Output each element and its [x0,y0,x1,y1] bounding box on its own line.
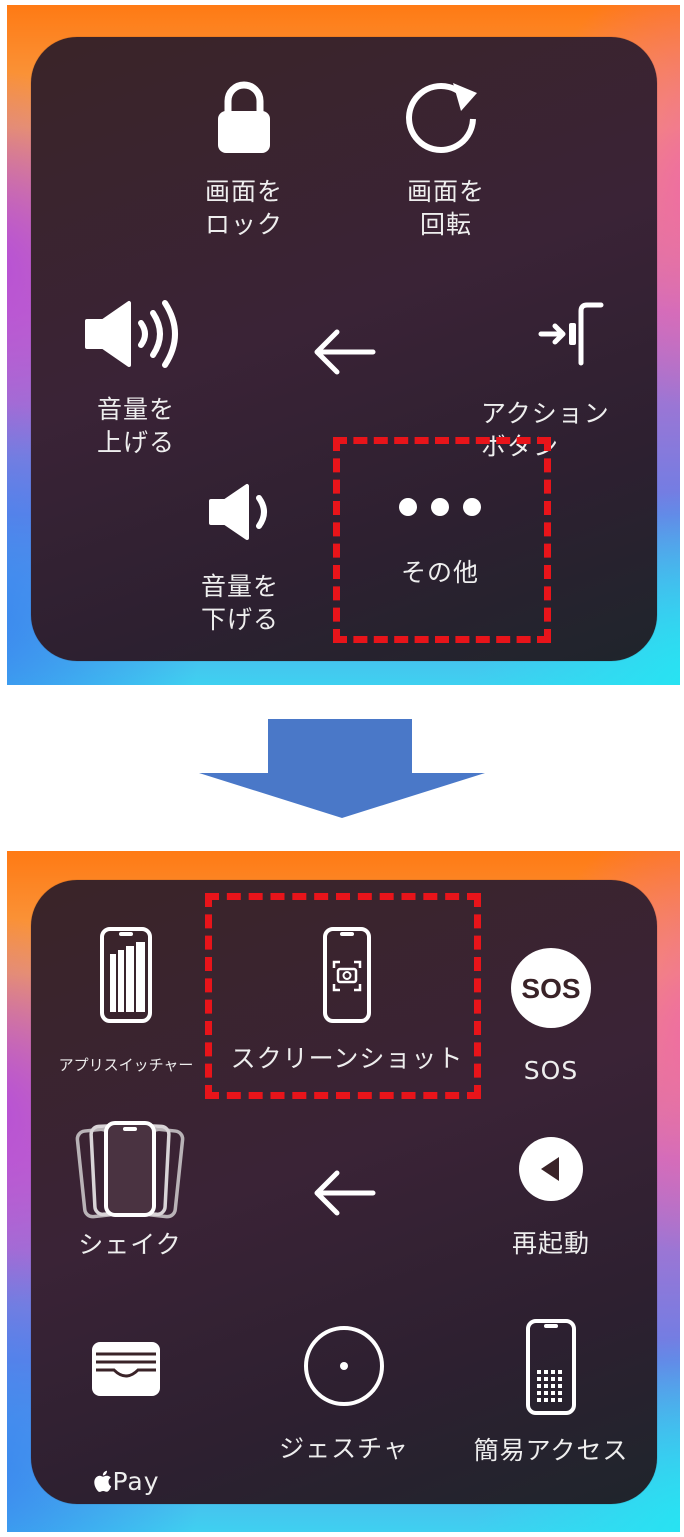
top-screenshot-panel: 画面を ロック 画面を 回転 音量を 上げる [7,5,680,685]
rotate-screen-label: 画面を 回転 [406,177,485,239]
highlight-box [205,893,481,1099]
back-arrow-icon [314,1170,376,1216]
highlight-box [333,437,551,643]
shake-label: シェイク [78,1230,182,1259]
rotate-icon [406,83,477,153]
rotate-screen-button[interactable]: 画面を 回転 [346,79,546,241]
apple-pay-button[interactable]: Pay [26,1338,226,1498]
action-button-icon [538,302,604,366]
bottom-screenshot-panel: アプリスイッチャー スクリーンショット SOS SOS [7,851,680,1532]
screenshot-button[interactable]: スクリーンショット [217,926,477,1075]
sos-icon: SOS [511,948,591,1028]
app-switcher-icon [100,927,152,1023]
gesture-label: ジェスチャ [279,1434,409,1463]
volume-down-label: 音量を 下げる [200,572,279,634]
app-switcher-button[interactable]: アプリスイッチャー [26,926,226,1082]
back-arrow-icon [314,329,376,375]
reachability-label: 簡易アクセス [473,1436,629,1465]
lock-icon [218,81,270,153]
back-button-more[interactable] [244,1168,444,1218]
speaker-soft-icon [209,484,267,540]
screenshot-icon [323,927,371,1023]
back-button[interactable] [244,327,444,377]
lock-screen-label: 画面を ロック [204,177,283,239]
assistive-touch-menu-more: アプリスイッチャー スクリーンショット SOS SOS [31,880,657,1504]
ellipsis-icon [399,498,481,516]
more-label: その他 [400,558,479,587]
volume-up-button[interactable]: 音量を 上げる [36,299,236,459]
restart-button[interactable]: 再起動 [451,1135,651,1260]
shake-button[interactable]: シェイク [30,1120,230,1261]
action-button-label: アクション ボタン [481,399,610,461]
app-switcher-label: アプリスイッチャー [58,1056,194,1074]
restart-label: 再起動 [511,1229,590,1258]
volume-up-label: 音量を 上げる [96,395,175,457]
apple-pay-label: Pay [26,1432,226,1498]
restart-icon [519,1137,583,1201]
reachability-button[interactable]: 簡易アクセス [451,1318,651,1467]
sos-button[interactable]: SOS SOS [451,946,651,1087]
action-button-button[interactable]: アクション ボタン [471,299,671,463]
more-button[interactable]: その他 [340,492,540,589]
svg-text:SOS: SOS [521,973,580,1004]
apple-pay-text: Pay [112,1467,160,1496]
shake-icon [75,1121,185,1219]
gesture-button[interactable]: ジェスチャ [244,1324,444,1465]
speaker-loud-icon [85,300,178,368]
down-arrow-icon [199,719,485,818]
gesture-icon [304,1326,384,1406]
assistive-touch-menu: 画面を ロック 画面を 回転 音量を 上げる [31,37,657,661]
screenshot-label: スクリーンショット [230,1044,464,1073]
wallet-icon [92,1342,160,1396]
volume-down-button[interactable]: 音量を 下げる [140,482,340,636]
lock-screen-button[interactable]: 画面を ロック [144,79,344,241]
reachability-icon [526,1319,576,1415]
apple-logo-icon [94,1470,112,1492]
sos-label: SOS [523,1056,579,1085]
